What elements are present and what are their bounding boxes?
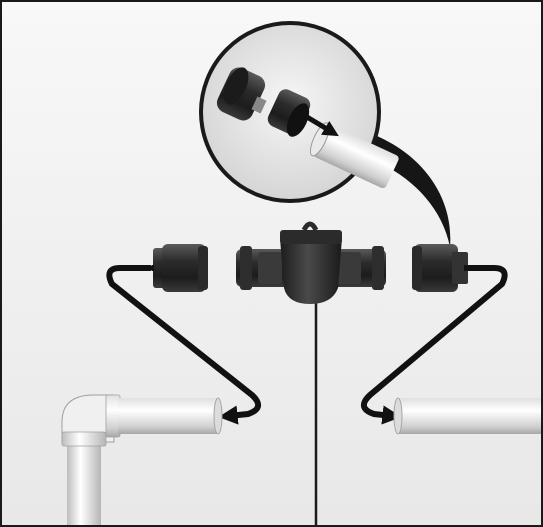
right-pipe <box>394 398 541 434</box>
left-union-nut <box>153 244 208 292</box>
